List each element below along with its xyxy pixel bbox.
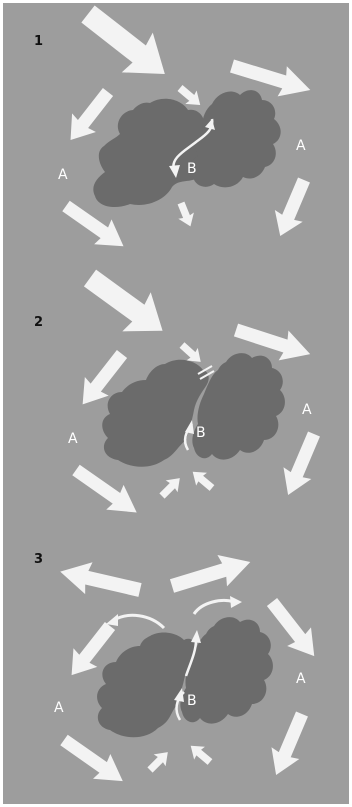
panel-2-label-b: B xyxy=(196,425,206,441)
panel-2-number: 2 xyxy=(34,315,43,330)
panel-3-label-b: B xyxy=(187,693,197,709)
panel-3-label-a-left: A xyxy=(54,700,64,716)
panel-1-number: 1 xyxy=(34,34,43,49)
panel-2-label-a-left: A xyxy=(68,431,78,447)
panel-1-label-a-left: A xyxy=(58,167,68,183)
panel-3-number: 3 xyxy=(34,552,43,567)
panel-2-label-a-right: A xyxy=(302,402,312,418)
panel-1-label-b: B xyxy=(187,161,197,177)
panel-3-label-a-right: A xyxy=(296,671,306,687)
panel-1-label-a-right: A xyxy=(296,138,306,154)
